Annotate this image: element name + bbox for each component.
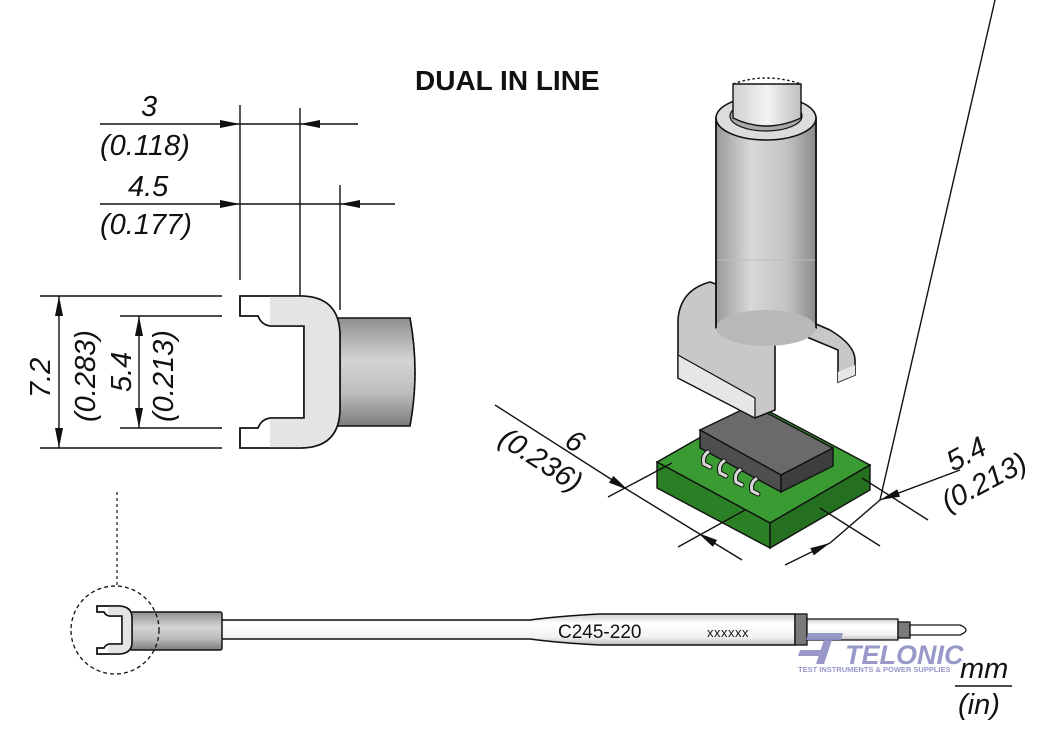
width-dimensions: 3 (0.118) 4.5 (0.177) <box>100 91 395 310</box>
dim-tip-outer-width-mm: 4.5 <box>128 171 169 203</box>
unit-primary: mm <box>960 653 1008 685</box>
unit-secondary: (in) <box>958 689 1000 721</box>
cartridge-collar <box>129 611 223 651</box>
dim-tip-outer-height-mm: 7.2 <box>25 358 57 398</box>
ic-chip <box>698 404 835 497</box>
dim-tip-inner-height-mm: 5.4 <box>106 352 138 392</box>
dim-component-length-mm: 6 <box>559 424 591 460</box>
dim-tip-inner-width-in: (0.118) <box>100 130 190 162</box>
height-dimensions: 7.2 (0.283) 5.4 (0.213) <box>25 295 222 449</box>
serial-number: xxxxxx <box>707 625 749 640</box>
telonic-watermark: TELONIC TEST INSTRUMENTS & POWER SUPPLIE… <box>798 633 964 674</box>
cartridge-view: C245-220 xxxxxx <box>70 492 967 675</box>
part-number: C245-220 <box>558 622 641 643</box>
cartridge-ring <box>794 613 808 646</box>
tip-shaft <box>335 317 416 427</box>
dim-tip-outer-height-in: (0.283) <box>70 330 102 422</box>
dim-tip-outer-width-in: (0.177) <box>100 209 192 241</box>
dim-tip-inner-width-mm: 3 <box>141 91 157 123</box>
tip-side-view <box>239 295 416 449</box>
watermark-tagline: TEST INSTRUMENTS & POWER SUPPLIES <box>798 665 951 674</box>
units-legend: mm (in) <box>955 653 1012 721</box>
detail-circle <box>70 585 160 675</box>
tip-3d <box>677 77 856 419</box>
telonic-logo-icon <box>806 633 843 664</box>
cartridge-pin <box>909 624 967 636</box>
cartridge-ring <box>897 621 911 639</box>
dim-tip-inner-height-in: (0.213) <box>148 330 180 422</box>
watermark-brand: TELONIC <box>845 640 964 670</box>
title: DUAL IN LINE <box>415 65 600 96</box>
